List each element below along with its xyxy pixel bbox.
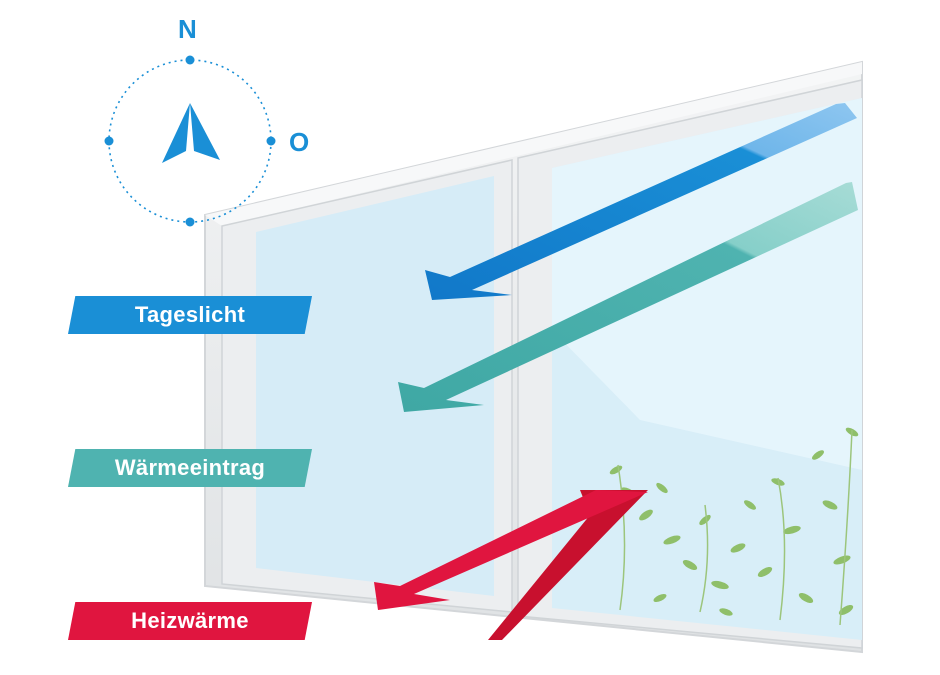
compass-east-label: O: [289, 127, 310, 157]
compass-ring: [108, 59, 272, 223]
daylight-label: Tageslicht: [68, 296, 312, 334]
heat-gain-label: Wärmeeintrag: [68, 449, 312, 487]
compass-dot-s: [185, 217, 195, 227]
heat-gain-arrow: [398, 182, 858, 412]
heating-arrow: [488, 490, 648, 640]
glass-reflection: [552, 98, 862, 470]
foliage: [609, 427, 859, 616]
compass-arrow-icon-right: [190, 103, 220, 160]
compass-north-label: N: [178, 14, 197, 44]
heating-label: Heizwärme: [68, 602, 312, 640]
foliage-stems: [617, 429, 853, 626]
compass-dot-e: [266, 136, 276, 146]
compass-dot-w: [104, 136, 114, 146]
daylight-arrow: [425, 103, 857, 300]
heating-arrow-head: [374, 490, 648, 610]
compass-arrow-icon: [162, 103, 190, 163]
compass-dot-n: [185, 55, 195, 65]
window-frame-top-edge: [205, 62, 862, 226]
